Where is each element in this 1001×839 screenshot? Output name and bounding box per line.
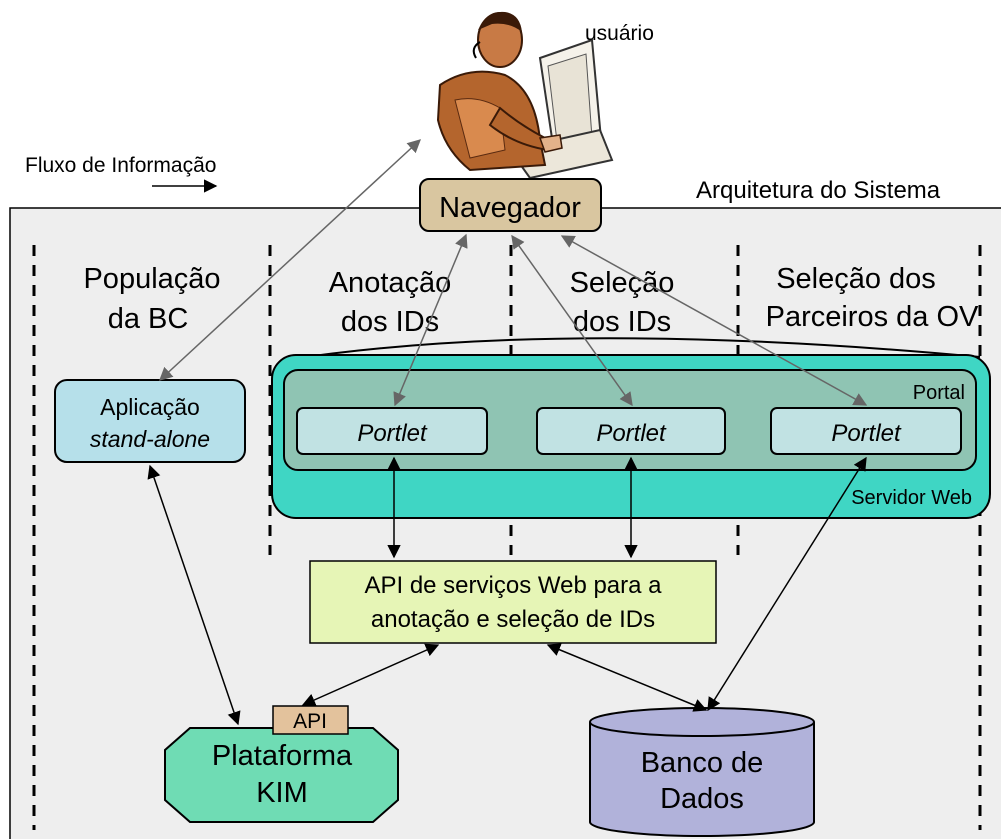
arrow-api-kim bbox=[301, 643, 440, 707]
api-tag-label: API bbox=[293, 710, 327, 733]
portlet-1-label: Portlet bbox=[357, 420, 428, 447]
architecture-title: Arquitetura do Sistema bbox=[696, 177, 941, 204]
portlet-3-box bbox=[770, 407, 962, 455]
standalone-line1: Aplicação bbox=[100, 394, 200, 420]
user-label: usuário bbox=[585, 22, 654, 45]
web-services-api-line1: API de serviços Web para a bbox=[364, 572, 662, 599]
arrow-standalone-kim bbox=[147, 464, 241, 726]
flow-legend-label: Fluxo de Informação bbox=[25, 154, 216, 177]
standalone-line2: stand-alone bbox=[90, 426, 210, 452]
database-top bbox=[589, 707, 815, 737]
arrow-api-database bbox=[546, 643, 708, 712]
arrow-standalone-user bbox=[159, 139, 421, 381]
portlet-3-label: Portlet bbox=[831, 420, 902, 447]
heading-parceiros-1: Seleção dos bbox=[776, 263, 936, 295]
api-tag-box bbox=[272, 705, 349, 735]
arrow-portlet3-browser bbox=[560, 235, 868, 406]
browser-label: Navegador bbox=[439, 192, 581, 224]
portlet-1-box bbox=[296, 407, 488, 455]
kim-platform-box bbox=[164, 727, 399, 823]
heading-populacao-1: População bbox=[83, 263, 220, 295]
database-line1: Banco de bbox=[641, 747, 764, 779]
heading-selecao-1: Seleção bbox=[570, 267, 675, 299]
data-arrows bbox=[147, 456, 867, 726]
kim-line1: Plataforma bbox=[212, 740, 353, 772]
portlet-2-label: Portlet bbox=[596, 420, 667, 447]
portal-label: Portal bbox=[913, 382, 965, 404]
column-separators bbox=[32, 245, 982, 830]
web-services-api-box bbox=[309, 560, 717, 644]
database-body bbox=[589, 722, 815, 837]
web-services-api-line2: anotação e seleção de IDs bbox=[371, 606, 655, 633]
user-clipart bbox=[436, 11, 614, 180]
heading-anotacao-1: Anotação bbox=[329, 267, 452, 299]
server-label: Servidor Web bbox=[851, 487, 972, 509]
heading-selecao-2: dos IDs bbox=[573, 306, 671, 338]
arrow-portlet3-database bbox=[707, 456, 867, 712]
standalone-app-box bbox=[54, 379, 246, 463]
heading-parceiros-2: Parceiros da OV bbox=[766, 301, 979, 333]
arrow-portlet1-browser bbox=[393, 233, 468, 407]
browser-arrows bbox=[159, 139, 868, 407]
database-line2: Dados bbox=[660, 783, 744, 815]
heading-populacao-2: da BC bbox=[108, 303, 189, 335]
kim-line2: KIM bbox=[256, 777, 308, 809]
portlet-2-box bbox=[536, 407, 726, 455]
